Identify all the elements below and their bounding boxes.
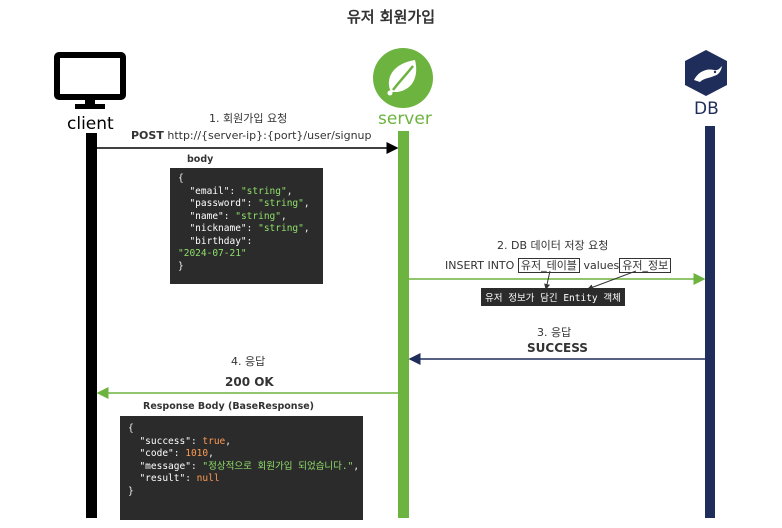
note-pointer-values (587, 270, 637, 291)
code-line: { (178, 173, 315, 186)
spring-leaf-icon (371, 46, 435, 110)
field-value: 1010 (185, 448, 209, 459)
brace-open: { (128, 423, 134, 434)
code-line: } (128, 486, 355, 499)
request-body-code: { "email": "string", "password": "string… (170, 168, 323, 284)
field-value: "string" (235, 210, 281, 222)
field-sep: , (286, 185, 293, 197)
sql-values-word: values (583, 259, 620, 272)
msg2-step: 2. DB 데이터 저장 요청 (497, 239, 609, 252)
server-lifeline (398, 131, 409, 518)
field-key: "email" (189, 185, 230, 197)
field-key: "nickname" (189, 223, 247, 234)
code-line: "password": "string", (189, 198, 310, 209)
field-value: "string" (240, 185, 287, 197)
msg1-method: POST (131, 129, 164, 142)
sql-values: 유저_정보 (619, 258, 672, 273)
field-key: "code" (139, 448, 174, 459)
code-line: "success": true, (139, 435, 232, 447)
code-line: "2024-07-21" (178, 248, 315, 261)
brace-open: { (178, 173, 184, 184)
db-label: DB (694, 99, 719, 119)
msg1-url: http://{server-ip}:{port}/user/signup (167, 129, 372, 142)
response-body-code: { "success": true, "code": 1010, "messag… (120, 416, 363, 520)
field-sep: , (225, 435, 232, 447)
field-value: "string" (258, 223, 304, 234)
field-value: "정상적으로 회원가입 되었습니다." (202, 460, 354, 472)
field-key: "success" (139, 435, 191, 447)
mariadb-seal-icon (682, 48, 730, 98)
db-lifeline (705, 126, 715, 518)
msg1-step: 1. 회원가입 요청 (209, 112, 288, 125)
code-line: "result": null (139, 473, 220, 484)
msg1-body-label: body (187, 154, 214, 165)
note-pointer-table (544, 270, 551, 290)
msg4-result: 200 OK (225, 375, 274, 389)
field-value: true (202, 435, 226, 447)
code-line: "nickname": "string", (189, 223, 310, 234)
client-label: client (67, 114, 114, 134)
brace-close: } (178, 260, 184, 272)
code-line: "email": "string", (189, 185, 293, 197)
field-value: "2024-07-21" (178, 248, 247, 259)
field-key: "password" (189, 198, 247, 209)
field-sep: , (208, 448, 214, 459)
field-sep: , (303, 223, 310, 234)
field-key: "birthday" (189, 235, 247, 247)
code-line: "message": "정상적으로 회원가입 되었습니다.", (139, 460, 360, 472)
code-line: "name": "string", (189, 210, 287, 222)
field-key: "result" (139, 473, 186, 484)
field-key: "message" (139, 460, 191, 472)
code-line: "code": 1010, (139, 448, 214, 459)
diagram-title: 유저 회원가입 (346, 8, 436, 26)
msg4-step: 4. 응답 (231, 355, 266, 368)
field-value: null (196, 473, 220, 484)
client-lifeline (86, 133, 97, 518)
code-line: } (178, 261, 315, 274)
field-value: "string" (258, 198, 304, 209)
entity-note: 유저 정보가 담긴 Entity 객체 (481, 288, 625, 306)
sql-prefix: INSERT INTO (445, 259, 515, 272)
msg3-result: SUCCESS (527, 341, 588, 355)
field-sep: , (303, 198, 310, 209)
msg3-step: 3. 응답 (537, 326, 572, 339)
sql-table-name: 유저_테이블 (517, 258, 580, 273)
code-line: { (128, 423, 355, 436)
field-sep: , (281, 210, 287, 222)
code-line: "birthday": (189, 235, 253, 247)
monitor-icon (53, 52, 129, 112)
field-sep: , (353, 460, 360, 472)
server-label: server (378, 109, 432, 129)
field-key: "name" (189, 210, 224, 222)
msg4-body-label: Response Body (BaseResponse) (143, 401, 315, 412)
brace-close: } (128, 485, 134, 497)
msg1-request-line: POST http://{server-ip}:{port}/user/sign… (131, 129, 372, 142)
